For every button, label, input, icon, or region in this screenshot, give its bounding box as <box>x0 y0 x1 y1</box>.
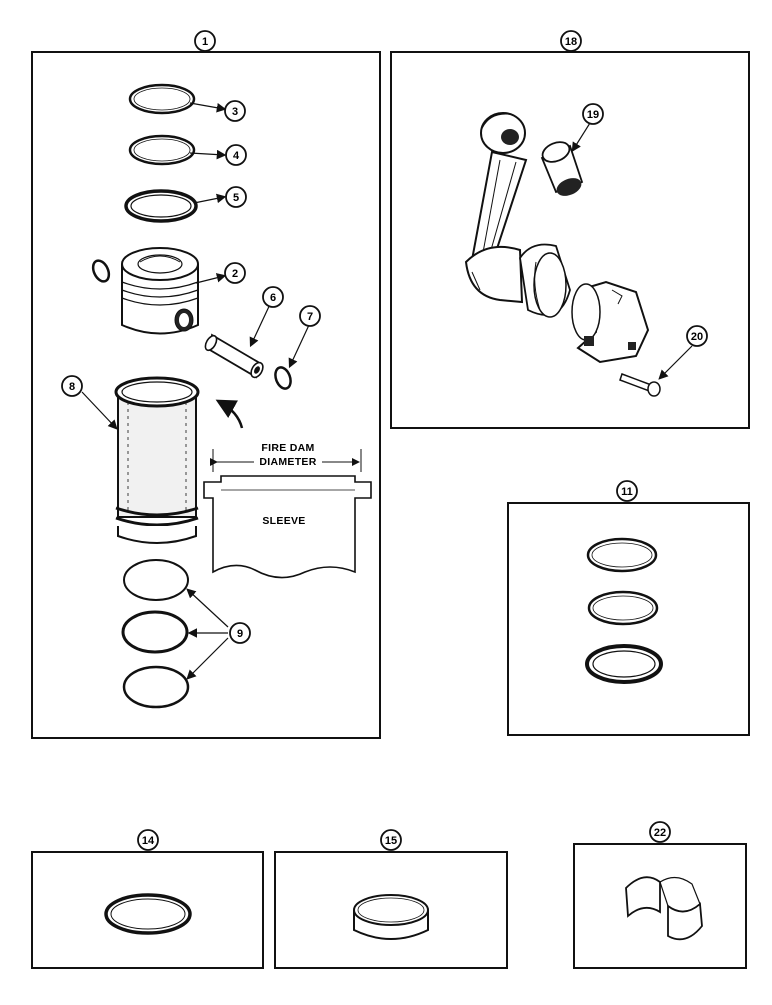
callout-19: 19 <box>582 103 604 125</box>
piston-pin-retainer-left <box>91 259 111 283</box>
ring-top <box>586 537 658 573</box>
rod-bearing <box>519 243 571 318</box>
callout-5: 5 <box>225 186 247 208</box>
seal-ring <box>104 893 192 935</box>
svg-text:18: 18 <box>565 36 577 48</box>
callout-15: 15 <box>380 829 402 851</box>
callout-2: 2 <box>224 262 246 284</box>
piston-pin <box>204 299 273 379</box>
svg-text:1: 1 <box>202 36 208 48</box>
panel-piston-kit: FIRE DAM DIAMETER SLEEVE <box>31 51 381 739</box>
callout-18: 18 <box>560 30 582 52</box>
svg-text:3: 3 <box>232 106 238 118</box>
ring-second <box>587 590 659 626</box>
piston-pin-bushing <box>540 122 591 196</box>
compression-ring-second <box>128 134 227 166</box>
callout-3: 3 <box>224 100 246 122</box>
cylinder-sleeve <box>81 376 244 544</box>
piston <box>121 247 227 335</box>
svg-text:7: 7 <box>307 311 313 323</box>
callout-6: 6 <box>262 286 284 308</box>
svg-text:6: 6 <box>270 292 276 304</box>
sleeve-o-rings <box>121 559 229 709</box>
svg-text:2: 2 <box>232 268 238 280</box>
fire-dam-label: FIRE DAM <box>261 442 314 454</box>
callout-9: 9 <box>229 622 251 644</box>
panel-sleeve-15 <box>274 851 508 969</box>
panel-frame <box>507 502 750 736</box>
fire-dam-detail: FIRE DAM DIAMETER SLEEVE <box>203 442 372 579</box>
sleeve-label: SLEEVE <box>262 515 305 527</box>
svg-text:8: 8 <box>69 381 75 393</box>
piston-pin-retainer <box>274 324 310 390</box>
panel-connecting-rod <box>390 51 750 429</box>
rod-cap <box>571 280 650 364</box>
callouts: 1 18 3 4 5 2 6 7 8 9 19 20 11 14 15 22 <box>61 30 708 851</box>
svg-text:19: 19 <box>587 109 599 121</box>
bearing-halves <box>625 876 703 941</box>
connecting-rod <box>464 112 528 304</box>
callout-14: 14 <box>137 829 159 851</box>
svg-text:4: 4 <box>233 150 240 162</box>
panel-bearing-22 <box>573 843 747 969</box>
diameter-label: DIAMETER <box>259 456 316 468</box>
panel-frame <box>31 51 381 739</box>
panel-frame <box>31 851 264 969</box>
svg-text:11: 11 <box>621 486 633 498</box>
compression-ring-top <box>128 83 227 115</box>
svg-text:22: 22 <box>654 827 666 839</box>
callout-11: 11 <box>616 480 638 502</box>
panel-ring-set <box>507 502 750 736</box>
callout-8: 8 <box>61 375 83 397</box>
callout-22: 22 <box>649 821 671 843</box>
svg-text:9: 9 <box>237 628 243 640</box>
svg-text:15: 15 <box>385 835 397 847</box>
panel-frame <box>390 51 750 429</box>
callout-7: 7 <box>299 305 321 327</box>
callout-20: 20 <box>686 325 708 347</box>
callout-1: 1 <box>194 30 216 52</box>
svg-text:14: 14 <box>142 835 155 847</box>
svg-text:5: 5 <box>233 192 239 204</box>
rod-bolt <box>619 345 693 397</box>
wear-sleeve <box>353 894 429 940</box>
oil-control-ring <box>124 189 227 223</box>
svg-text:20: 20 <box>691 331 703 343</box>
callout-4: 4 <box>225 144 247 166</box>
ring-oil <box>585 644 663 684</box>
panel-frame <box>573 843 747 969</box>
panel-frame <box>274 851 508 969</box>
panel-ring-14 <box>31 851 264 969</box>
